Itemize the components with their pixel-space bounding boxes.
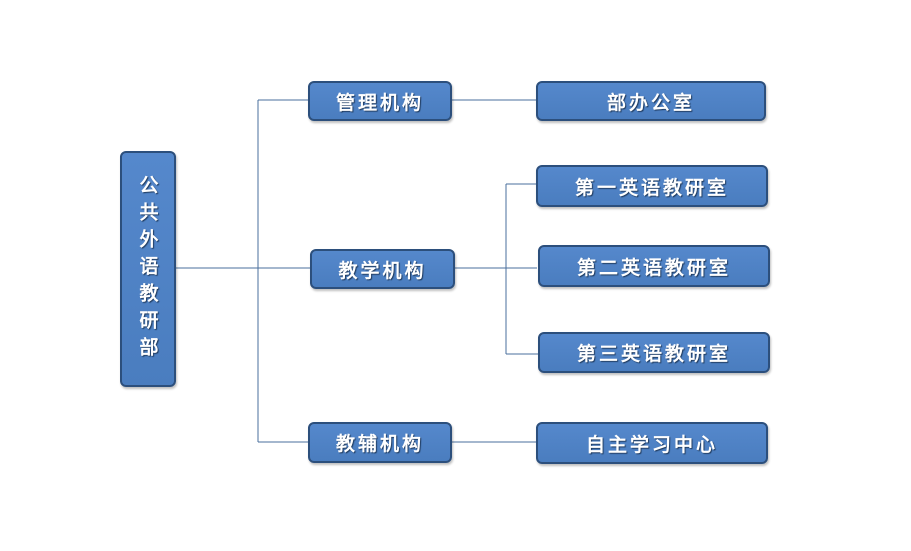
branch-node-auxiliary: 教辅机构 xyxy=(308,422,452,463)
root-node: 公共外语教研部 xyxy=(120,151,176,387)
child-node-english-office-2: 第二英语教研室 xyxy=(538,245,770,287)
child-node-self-study-center: 自主学习中心 xyxy=(536,422,768,464)
branch-node-teaching: 教学机构 xyxy=(310,249,455,289)
child-node-office: 部办公室 xyxy=(536,81,766,121)
child-node-english-office-3: 第三英语教研室 xyxy=(538,332,770,373)
branch-node-management: 管理机构 xyxy=(308,81,452,121)
child-node-english-office-1: 第一英语教研室 xyxy=(536,165,768,207)
